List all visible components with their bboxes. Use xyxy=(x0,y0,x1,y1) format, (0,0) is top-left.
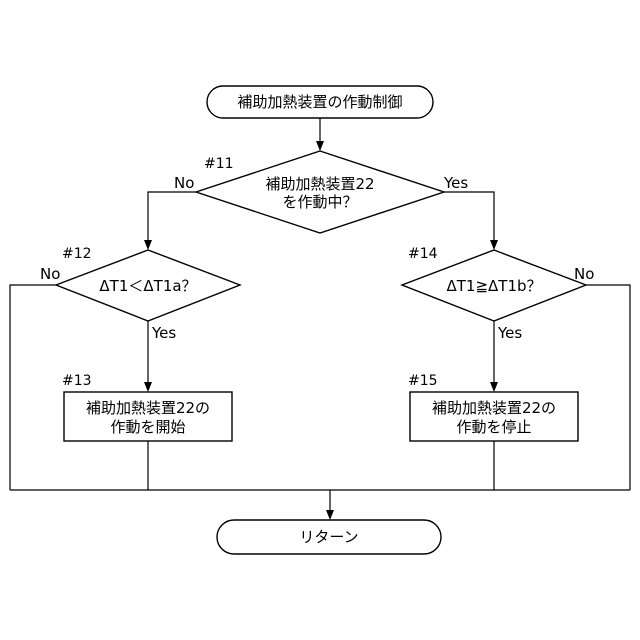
arrow-to-d12 xyxy=(144,240,152,250)
step-label-13: #13 xyxy=(62,373,92,389)
start-node: 補助加熱装置の作動制御 xyxy=(207,86,433,118)
arrow-to-d14 xyxy=(490,240,498,250)
line-d14-no xyxy=(586,285,630,490)
end-node: リターン xyxy=(217,520,441,554)
line-d12-no xyxy=(10,285,56,490)
decision-14-text: ΔT1≧ΔT1b？ xyxy=(446,277,541,295)
line-d11-yes xyxy=(444,192,494,242)
arrow-to-d11 xyxy=(316,141,324,151)
arrow-to-end xyxy=(326,510,334,520)
step-label-11: #11 xyxy=(204,156,234,172)
decision-11-yes-label: Yes xyxy=(443,174,468,192)
arrow-to-p15 xyxy=(490,382,498,392)
decision-11-text-line2: を作動中？ xyxy=(282,193,357,211)
end-text: リターン xyxy=(299,528,358,546)
step-label-12: #12 xyxy=(62,246,92,262)
decision-14-yes-label: Yes xyxy=(497,324,522,342)
decision-11: #11 補助加熱装置22 を作動中？ No Yes xyxy=(174,151,468,233)
line-d11-no xyxy=(148,192,196,242)
decision-11-no-label: No xyxy=(174,174,194,192)
step-label-14: #14 xyxy=(408,246,438,262)
start-text: 補助加熱装置の作動制御 xyxy=(237,93,402,111)
process-15-text-line2: 作動を停止 xyxy=(456,418,531,436)
decision-14: #14 ΔT1≧ΔT1b？ No Yes xyxy=(402,246,594,342)
process-13-text-line2: 作動を開始 xyxy=(110,418,185,436)
arrow-to-p13 xyxy=(144,382,152,392)
decision-12-no-label: No xyxy=(40,265,60,283)
decision-12-yes-label: Yes xyxy=(151,324,176,342)
decision-12-text: ΔT1＜ΔT1a？ xyxy=(99,277,196,295)
step-label-15: #15 xyxy=(408,373,438,389)
decision-14-no-label: No xyxy=(574,265,594,283)
decision-12: #12 ΔT1＜ΔT1a？ No Yes xyxy=(40,246,240,342)
process-15-text-line1: 補助加熱装置22の xyxy=(432,399,556,417)
decision-11-text-line1: 補助加熱装置22 xyxy=(265,175,374,193)
process-13-text-line1: 補助加熱装置22の xyxy=(86,399,210,417)
